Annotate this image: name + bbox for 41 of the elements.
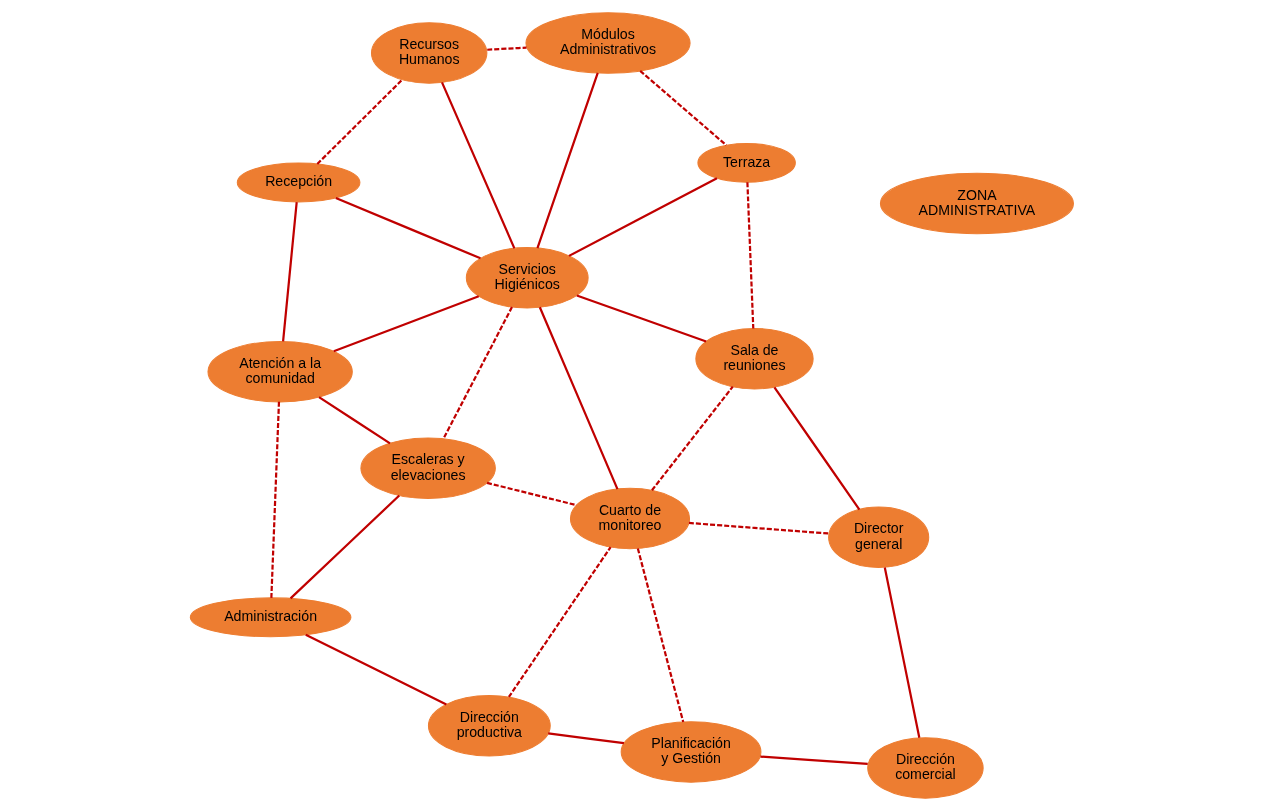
connector xyxy=(773,386,860,510)
connector xyxy=(507,545,612,698)
node-ellipse: Sala de reuniones xyxy=(694,327,814,389)
connector xyxy=(759,755,868,765)
connector xyxy=(281,201,298,341)
connector xyxy=(269,401,280,598)
connector xyxy=(638,69,727,146)
connector xyxy=(332,294,479,352)
node-ellipse: Dirección productiva xyxy=(427,694,551,757)
node-ellipse: Recursos Humanos xyxy=(370,21,487,84)
node-ellipse: Escaleras y elevaciones xyxy=(359,436,496,499)
node-ellipse: Recepción xyxy=(236,162,360,202)
connector xyxy=(535,72,599,248)
connector xyxy=(289,494,400,599)
connector xyxy=(568,176,717,257)
connector xyxy=(547,731,624,744)
connector xyxy=(441,306,513,439)
node-ellipse: Servicios Higiénicos xyxy=(465,246,589,309)
connector xyxy=(883,566,920,738)
connector xyxy=(538,306,618,490)
connector xyxy=(688,521,829,535)
node-ellipse: ZONA ADMINISTRATIVA xyxy=(879,172,1074,234)
connector xyxy=(575,293,707,343)
connector xyxy=(636,547,684,722)
connector xyxy=(304,633,447,705)
connector xyxy=(316,78,403,165)
node-ellipse: Director general xyxy=(827,506,929,568)
node-ellipse: Dirección comercial xyxy=(866,736,984,799)
connector xyxy=(317,395,391,444)
connector xyxy=(486,481,577,506)
connector xyxy=(486,45,527,51)
node-ellipse: Administración xyxy=(189,596,351,637)
connector xyxy=(334,196,481,259)
node-ellipse: Atención a la comunidad xyxy=(206,340,353,402)
connector xyxy=(650,385,734,491)
node-ellipse: Cuarto de monitoreo xyxy=(569,487,690,549)
connector xyxy=(440,81,515,249)
node-ellipse: Terraza xyxy=(696,142,796,183)
node-ellipse: Planificación y Gestión xyxy=(620,720,761,783)
connector xyxy=(745,181,754,328)
node-ellipse: Módulos Administrativos xyxy=(524,11,691,74)
